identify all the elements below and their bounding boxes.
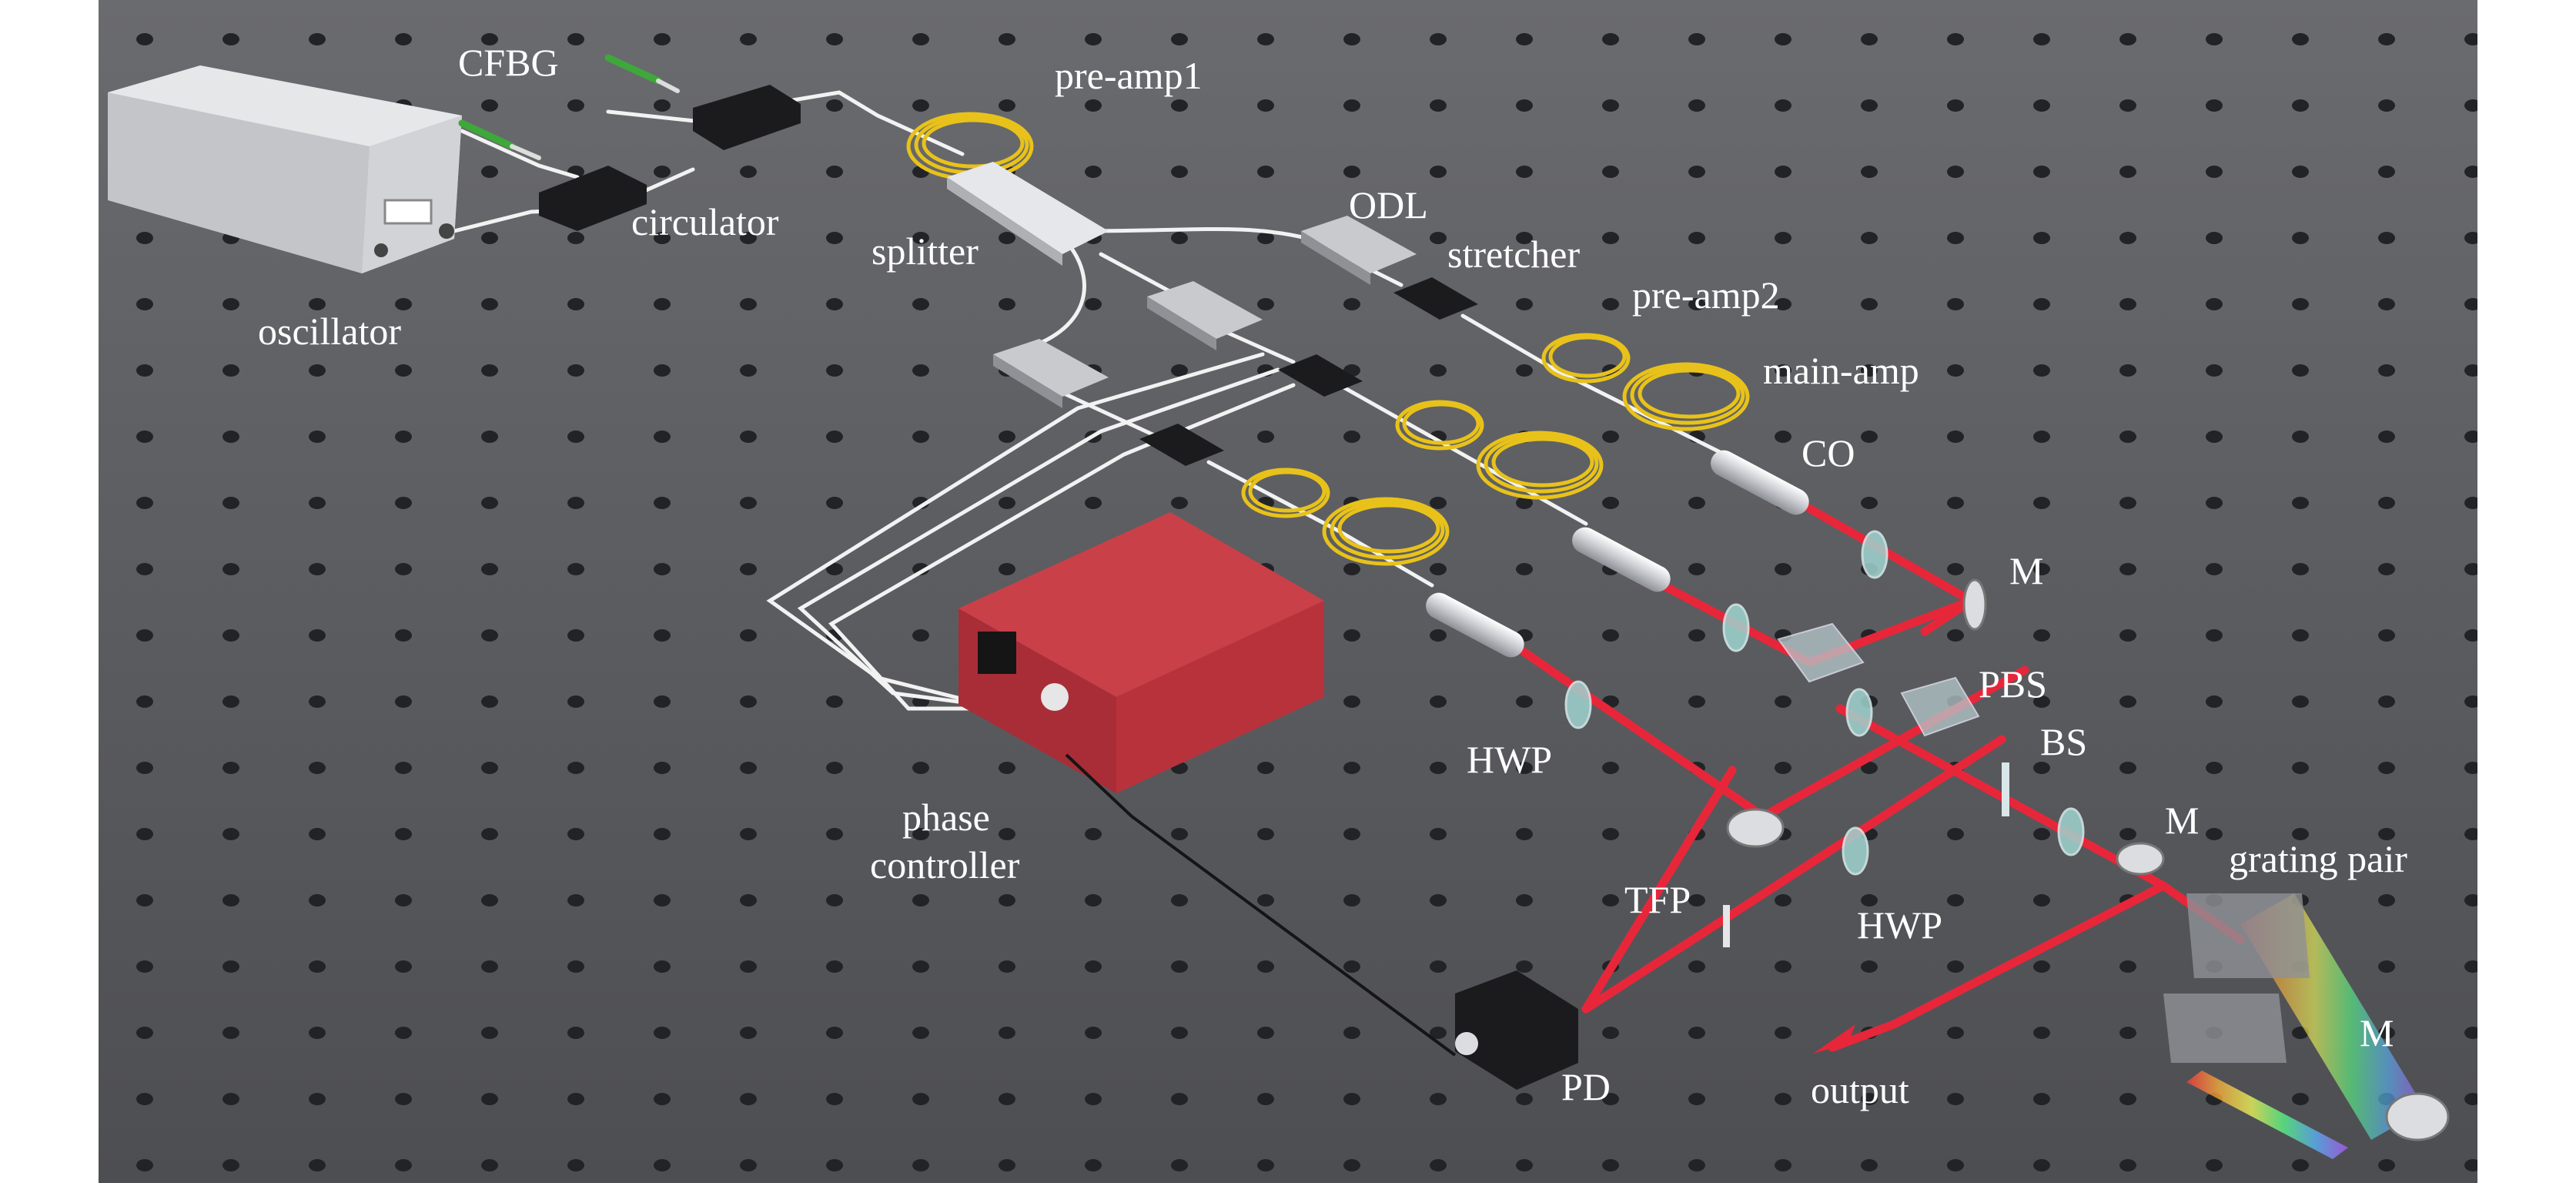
label-phase-controller-line2: controller bbox=[870, 843, 1020, 886]
collimator bbox=[1711, 450, 1809, 515]
mirror bbox=[1726, 808, 1785, 848]
grating bbox=[2163, 994, 2287, 1063]
label-circulator: circulator bbox=[631, 200, 779, 243]
collimator bbox=[1426, 592, 1524, 658]
fiber-stretcher bbox=[1139, 424, 1224, 466]
label-stretcher: stretcher bbox=[1447, 233, 1580, 276]
grating bbox=[2186, 893, 2310, 978]
mirrors bbox=[1726, 578, 2450, 1141]
label-splitter: splitter bbox=[871, 230, 979, 273]
cfbg-fiber bbox=[458, 54, 680, 160]
output-arrowhead bbox=[1813, 1024, 1855, 1054]
delay-line bbox=[1147, 281, 1263, 350]
label-pbs: PBS bbox=[1979, 662, 2047, 705]
label-phase-controller-line1: phase bbox=[902, 796, 990, 839]
label-m-top: M bbox=[2009, 549, 2043, 592]
photodetector bbox=[1455, 970, 1578, 1090]
half-wave-plate bbox=[1564, 680, 1592, 729]
label-pre-amp2: pre-amp2 bbox=[1632, 273, 1780, 317]
phase-controller-knob bbox=[1041, 683, 1069, 711]
half-wave-plate bbox=[1722, 603, 1750, 652]
oscillator-knob bbox=[439, 223, 454, 239]
label-tfp: TFP bbox=[1624, 878, 1691, 921]
fiber-stretcher bbox=[1393, 277, 1478, 320]
half-wave-plate bbox=[2057, 807, 2085, 856]
grating-pair bbox=[2163, 893, 2310, 1063]
fiber-stretcher bbox=[1278, 354, 1363, 397]
half-wave-plates bbox=[1564, 530, 2085, 876]
label-oscillator: oscillator bbox=[258, 310, 401, 353]
labels: CFBG pre-amp1 circulator oscillator spli… bbox=[258, 41, 2407, 1111]
polarizing-beam-splitter bbox=[1777, 622, 1980, 737]
label-main-amp: main-amp bbox=[1763, 349, 1919, 392]
phase-controller-unit bbox=[958, 512, 1324, 793]
oscillator-unit bbox=[108, 65, 462, 273]
electrical-cable bbox=[1065, 753, 1457, 1057]
label-co: CO bbox=[1802, 431, 1855, 474]
label-cfbg: CFBG bbox=[458, 41, 559, 84]
fiber-coil-amplifier-pre-amp2 bbox=[1541, 333, 1631, 384]
circulator-box bbox=[539, 85, 801, 231]
label-hwp-left: HWP bbox=[1467, 738, 1552, 781]
half-wave-plate bbox=[1842, 826, 1869, 876]
collimator bbox=[1572, 527, 1671, 592]
label-grating-pair: grating pair bbox=[2229, 837, 2407, 880]
mirror bbox=[2385, 1092, 2450, 1141]
fiber-modules bbox=[993, 216, 1478, 466]
label-m-mid: M bbox=[2165, 799, 2199, 842]
label-hwp-right: HWP bbox=[1857, 903, 1942, 947]
half-wave-plate bbox=[1845, 688, 1873, 737]
delay-line bbox=[993, 339, 1109, 408]
label-bs: BS bbox=[2040, 720, 2087, 763]
fiber-splitter bbox=[947, 162, 1109, 266]
fiber-coil-amplifier-channel2-small bbox=[1395, 400, 1484, 451]
fiber-coil-amplifier-channel3-large bbox=[1322, 497, 1450, 566]
fiber-coils bbox=[906, 112, 1750, 566]
beam-splitter bbox=[2002, 762, 2009, 816]
label-pd: PD bbox=[1561, 1065, 1611, 1108]
collimators bbox=[1426, 450, 1809, 658]
label-m-bottom: M bbox=[2360, 1011, 2394, 1054]
thin-film-polarizer bbox=[1723, 905, 1730, 947]
delay-line bbox=[1301, 216, 1417, 285]
fiber-coil-amplifier-channel2-large bbox=[1476, 431, 1604, 500]
label-pre-amp1: pre-amp1 bbox=[1055, 54, 1203, 97]
label-odl: ODL bbox=[1349, 183, 1428, 226]
fiber-coil-amplifier-main-amp bbox=[1622, 362, 1750, 431]
label-output: output bbox=[1811, 1068, 1909, 1111]
mirror bbox=[2116, 842, 2165, 876]
fiber-coil-amplifier-channel3-small bbox=[1241, 468, 1330, 518]
half-wave-plate bbox=[1861, 530, 1889, 579]
mirror bbox=[1962, 578, 1987, 631]
